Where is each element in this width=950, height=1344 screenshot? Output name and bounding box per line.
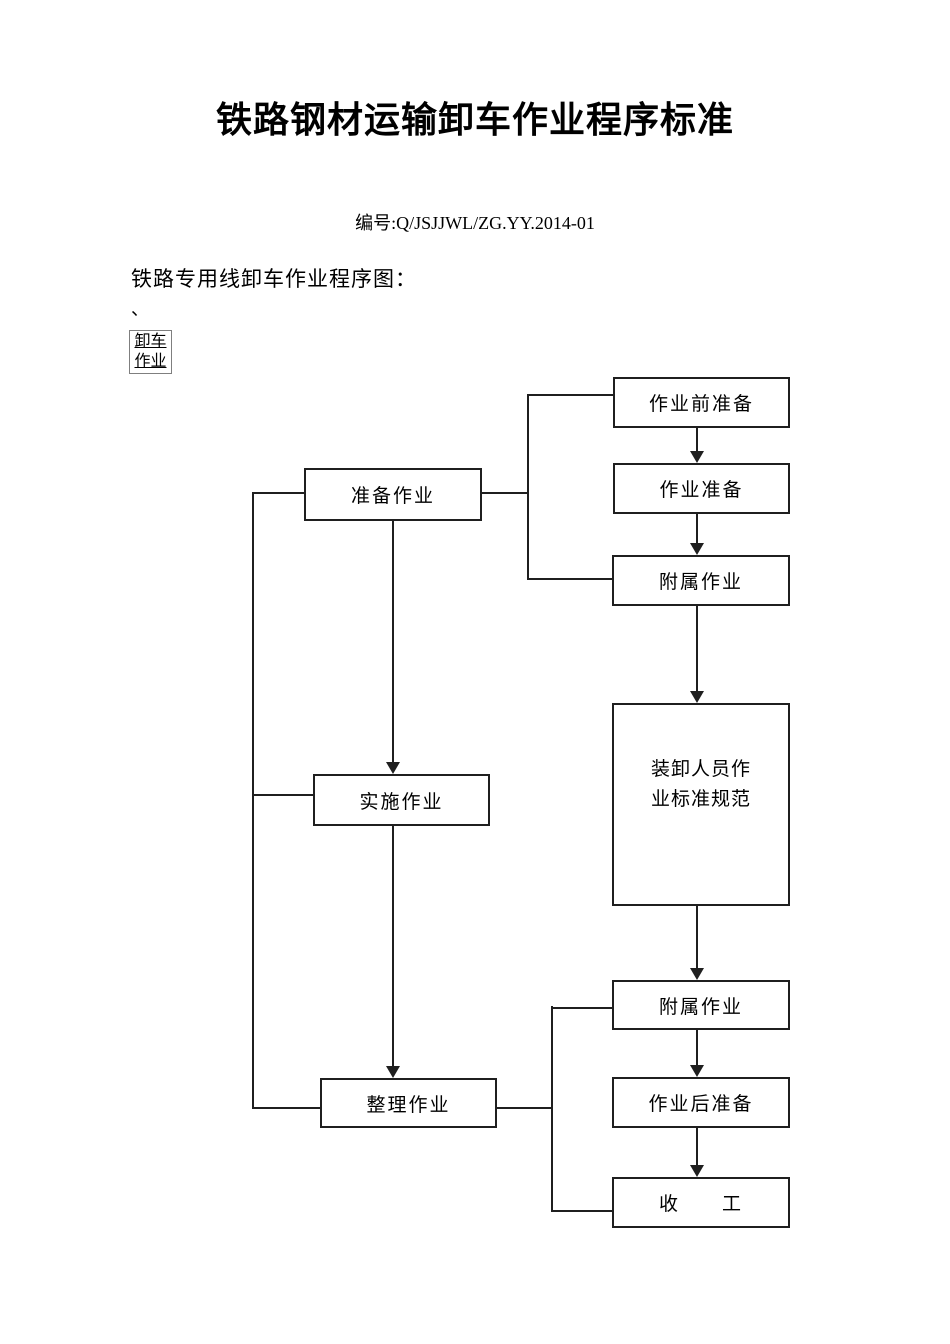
flow-box-pre-work-preparation: 作业前准备 [613,377,790,428]
arrow-post-work-to-finish-head [690,1165,704,1177]
arrow-implement-to-tidy-line [392,826,394,1066]
connector-branch-to-auxiliary-work-top [527,578,612,580]
arrow-prepare-to-implement-line [392,521,394,762]
arrow-pre-work-to-work-prep-line [696,427,698,451]
connector-branch-to-auxiliary-work-bottom [551,1007,612,1009]
arrow-implement-to-tidy-head [386,1066,400,1078]
flow-box-prepare-label: 准备作业 [350,486,435,507]
arrow-auxiliary-to-standards-line [696,606,698,691]
unload-work-label-line1: 卸车 [134,333,167,350]
arrow-post-work-to-finish-line [696,1128,698,1165]
flow-box-work-preparation-label: 作业准备 [659,480,744,501]
connector-left-rail-to-tidy [252,1107,320,1109]
flow-box-auxiliary-work-top: 附属作业 [612,555,790,606]
flow-box-pre-work-preparation-label: 作业前准备 [648,394,754,415]
arrow-standards-to-auxiliary-line [696,906,698,968]
flow-box-implement: 实施作业 [313,774,490,826]
connector-left-rail [252,492,254,1109]
flow-box-post-work-preparation: 作业后准备 [612,1077,790,1128]
arrow-work-prep-to-auxiliary-line [696,514,698,543]
flow-box-auxiliary-work-bottom: 附属作业 [612,980,790,1030]
flow-box-auxiliary-work-top-label: 附属作业 [658,572,743,593]
flow-box-prepare: 准备作业 [304,468,482,521]
flow-box-personnel-standards-label: 装卸人员作业标准规范 [650,758,751,810]
connector-prepare-right-stub [482,492,528,494]
punctuation-mark: 、 [131,299,149,319]
section-heading: 铁路专用线卸车作业程序图： [131,267,417,291]
connector-prepare-branch-vertical [527,394,529,580]
arrow-auxiliary-to-post-work-head [690,1065,704,1077]
flow-box-tidy: 整理作业 [320,1078,497,1128]
arrow-prepare-to-implement-head [386,762,400,774]
connector-branch-to-finish-work [551,1210,612,1212]
unload-work-label-box: 卸车 作业 [129,330,172,374]
arrow-standards-to-auxiliary-head [690,968,704,980]
arrow-work-prep-to-auxiliary-head [690,543,704,555]
connector-left-rail-to-implement [252,794,313,796]
flow-box-auxiliary-work-bottom-label: 附属作业 [658,996,743,1018]
arrow-auxiliary-to-post-work-line [696,1030,698,1065]
flow-box-finish-work-label: 收 工 [658,1194,743,1215]
unload-work-label-line2: 作业 [134,353,167,370]
document-number: 编号:Q/JSJJWL/ZG.YY.2014-01 [355,213,595,233]
connector-tidy-right-stub [497,1107,553,1109]
flow-box-work-preparation: 作业准备 [613,463,790,514]
connector-tidy-branch-vertical [551,1006,553,1212]
flow-box-implement-label: 实施作业 [359,791,444,813]
arrow-pre-work-to-work-prep-head [690,451,704,463]
flow-box-post-work-preparation-label: 作业后准备 [648,1094,754,1115]
document-title: 铁路钢材运输卸车作业程序标准 [215,100,734,140]
flow-box-tidy-label: 整理作业 [366,1094,451,1116]
flow-box-finish-work: 收 工 [612,1177,790,1228]
connector-left-rail-to-prepare [252,492,304,494]
connector-branch-to-pre-work-preparation [527,394,613,396]
flow-box-personnel-standards: 装卸人员作业标准规范 [612,703,790,906]
arrow-auxiliary-to-standards-head [690,691,704,703]
